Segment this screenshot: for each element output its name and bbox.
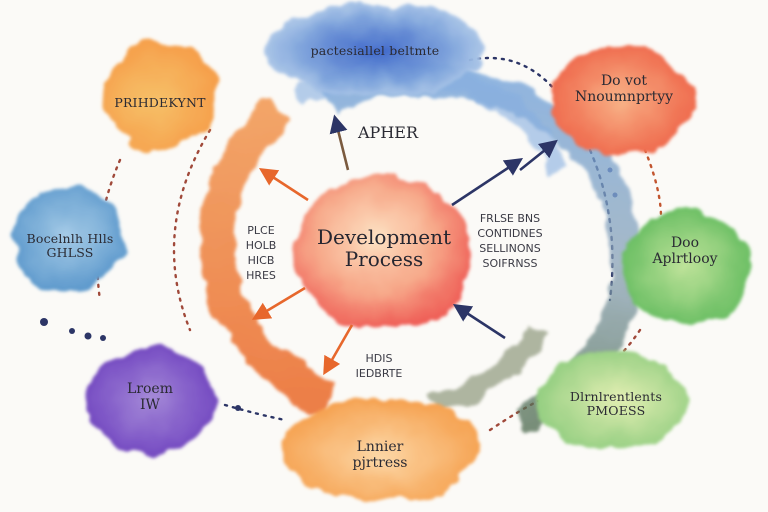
blob-top-left (102, 40, 218, 150)
node-bottom-right-label: Dlrnlrentlents PMOESS (556, 390, 676, 418)
connector-rightgreen (643, 148, 663, 232)
node-bottom-left-label: Lroem IW (110, 381, 190, 413)
ring-note-left-4: HRES (246, 268, 276, 282)
ring-note-right-3: SELLINONS (479, 241, 541, 255)
center-label-line2: Process (344, 247, 424, 272)
blob-center (294, 175, 474, 331)
node-top-left-line1: PRIHDEKYNT (114, 95, 206, 110)
ring-note-right: FRLSE BNS CONTIDNES SELLINONS SOIFRNSS (474, 212, 546, 271)
ring-note-left: PLCE HOLB HICB HRES (236, 224, 286, 283)
node-bottom-line2: pjrtress (352, 454, 408, 471)
blob-top-right (552, 45, 692, 155)
node-bottom-left-line2: IW (140, 396, 160, 413)
node-top-right-label: Do vot Nnoumnprtyy (566, 73, 682, 105)
node-left-line2: GHLSS (46, 245, 94, 260)
node-bottom-line1: Lnnier (356, 439, 404, 455)
ring-note-right-1: FRLSE BNS (479, 212, 541, 225)
ring-note-bottom-1: HDIS (365, 352, 393, 365)
arrow-upleft (258, 168, 309, 202)
node-right-label: Doo Aplrtlooy (630, 235, 740, 267)
node-right-line1: Doo (670, 235, 700, 251)
node-bottom-label: Lnnier pjrtress (330, 439, 430, 471)
blob-bottom (282, 398, 478, 502)
arrow-down (323, 324, 354, 376)
blob-right (622, 208, 750, 324)
center-label-line1: Development (317, 225, 451, 249)
node-top-line1: pactesiallel beltmte (310, 43, 440, 58)
arrow-right (452, 304, 506, 340)
node-bottom-right-line1: Dlrnlrentlents (569, 389, 663, 404)
ring-note-right-4: SOIFRNSS (482, 256, 538, 270)
node-left-label: Bocelnlh Hlls GHLSS (20, 232, 120, 260)
connector-topleft (172, 128, 212, 332)
node-right-line2: Aplrtlooy (652, 250, 718, 267)
arrow-note: APHER (358, 123, 418, 142)
ring-note-left-3: HICB (247, 253, 275, 267)
node-top-right-line1: Do vot (600, 73, 648, 89)
node-top-left-label: PRIHDEKYNT (110, 96, 210, 110)
connector-bottomleft (223, 403, 287, 422)
node-left-line1: Bocelnlh Hlls (26, 231, 114, 246)
node-bottom-left-line1: Lroem (127, 381, 173, 397)
ring-note-bottom-2: IEDBRTE (355, 366, 403, 380)
blob-bottom-right (536, 352, 688, 448)
ring-note-right-2: CONTIDNES (477, 226, 543, 240)
arrow-upright (451, 157, 524, 207)
center-label: Development Process (314, 226, 454, 271)
arrow-up (329, 114, 350, 171)
center-arrows (251, 114, 558, 376)
node-top-right-line2: Nnoumnprtyy (574, 88, 674, 105)
watercolor-blobs (12, 4, 750, 502)
ring-note-left-1: PLCE (247, 224, 275, 237)
node-top-label: pactesiallel beltmte (290, 44, 460, 58)
node-bottom-right-line2: PMOESS (586, 403, 646, 418)
arrow-topright (519, 139, 558, 172)
blob-top (267, 4, 483, 96)
ring-note-left-2: HOLB (245, 238, 277, 252)
blob-bottom-left (86, 346, 214, 454)
blob-left (12, 188, 124, 292)
ring-note-bottom: HDIS IEDBRTE (344, 352, 414, 382)
arrow-downleft (251, 286, 306, 320)
